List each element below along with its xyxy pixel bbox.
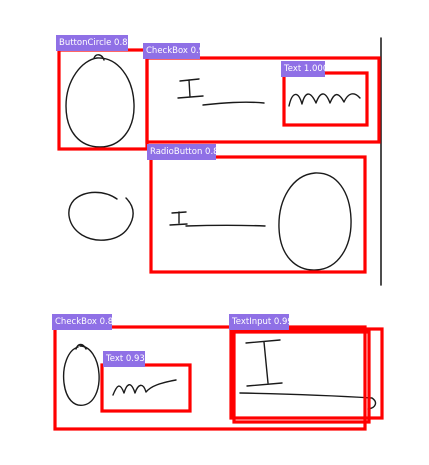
cursor-glyph-sketch bbox=[177, 78, 204, 99]
detection-box bbox=[149, 155, 367, 274]
detection-label: Text 1.000 bbox=[281, 61, 328, 77]
detection-label: RadioButton 0.849 bbox=[147, 144, 229, 160]
detection-box bbox=[282, 71, 369, 127]
squiggle-text-sketch bbox=[288, 93, 361, 107]
detection-box bbox=[145, 56, 381, 144]
detection-box bbox=[229, 327, 384, 420]
detection-label: ButtonCircle 0.895 bbox=[56, 35, 138, 51]
squiggle-text-sketch-2 bbox=[112, 379, 177, 396]
large-oval-sketch bbox=[278, 172, 352, 271]
detection-label: CheckBox 0.838 bbox=[52, 314, 124, 330]
detection-label: Text 0.933 bbox=[103, 351, 150, 367]
line-sketch-2 bbox=[185, 224, 266, 227]
circle-button-sketch bbox=[65, 54, 135, 148]
detection-label: TextInput 0.996 bbox=[229, 314, 298, 330]
line-sketch bbox=[202, 101, 265, 106]
detection-box bbox=[100, 363, 192, 413]
cursor-glyph-sketch-2 bbox=[169, 211, 188, 226]
text-input-sketch bbox=[239, 339, 377, 410]
radio-circle-sketch bbox=[68, 191, 134, 241]
checkbox-oval-sketch bbox=[62, 343, 100, 406]
detection-box-overlap bbox=[232, 330, 371, 424]
detection-box bbox=[53, 325, 367, 431]
detection-label: CheckBox 0.927 bbox=[143, 43, 215, 59]
